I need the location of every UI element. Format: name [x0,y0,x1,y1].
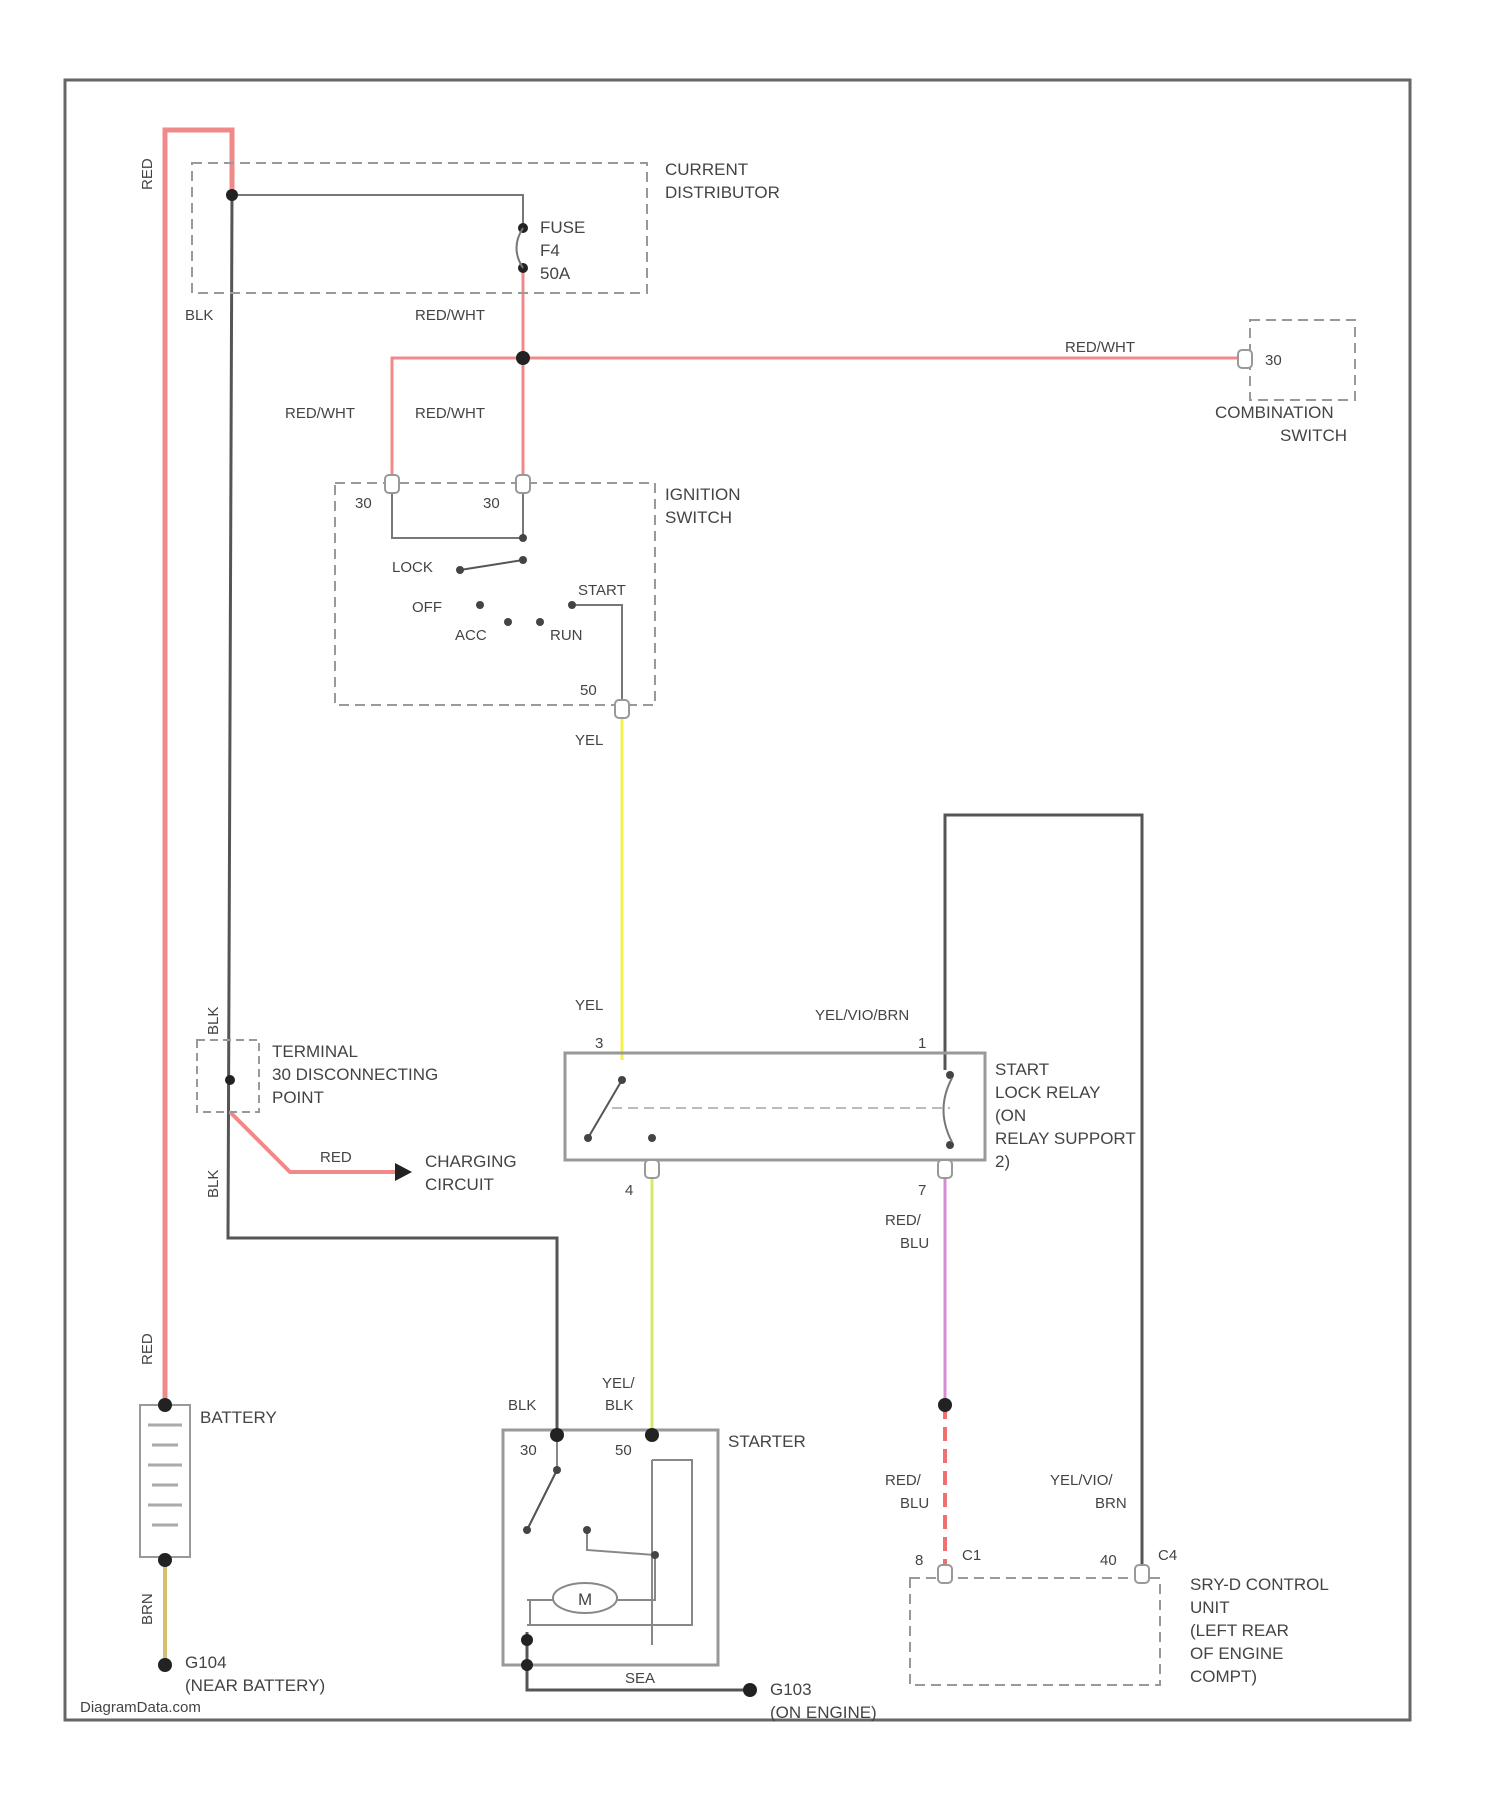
combination-switch-label-1: COMBINATION [1215,403,1334,422]
ground-battery-label-1: G104 [185,1653,227,1672]
wire-label-yel-top: YEL [575,732,603,749]
ignition-pin-30-right: 30 [483,495,500,512]
wire-label-yel-blk-1: YEL/ [602,1375,635,1392]
ecu-label-5: COMPT) [1190,1667,1257,1686]
relay-pin-7: 7 [918,1182,926,1199]
ecu-pin-c4: C4 [1158,1547,1177,1564]
ground-engine-label-2: (ON ENGINE) [770,1703,877,1722]
wire-label-blk-terminal-bottom: BLK [205,1170,222,1198]
fuse-label-3: 50A [540,264,571,283]
ground-engine-label-1: G103 [770,1680,812,1699]
wire-label-red-charging: RED [320,1149,352,1166]
relay-label-2: LOCK RELAY [995,1083,1101,1102]
ecu-label-3: (LEFT REAR [1190,1621,1289,1640]
ecu-label-2: UNIT [1190,1598,1230,1617]
combination-switch-pin: 30 [1265,352,1282,369]
combination-switch-label-2: SWITCH [1280,426,1347,445]
wire-label-sea: SEA [625,1670,655,1687]
wire-distributor-internal [232,195,523,228]
starter-box [503,1430,718,1665]
terminal-label-1: TERMINAL [272,1042,358,1061]
ignition-position-off: OFF [412,599,442,616]
ecu-pin-8: 8 [915,1552,923,1569]
wire-label-blk-top: BLK [185,307,213,324]
ignition-switch-label-2: SWITCH [665,508,732,527]
relay-pin-1: 1 [918,1035,926,1052]
relay-switch-contacts [584,1071,954,1149]
starter-switch-contacts [523,1466,659,1559]
battery-cells [148,1425,182,1525]
wire-label-red-blu-top-2: BLU [900,1235,929,1252]
wire-label-yel-vio-brn-relay: YEL/VIO/BRN [815,1007,909,1024]
ecu-label-1: SRY-D CONTROL [1190,1575,1329,1594]
starter-pin-30: 30 [520,1442,537,1459]
wire-label-red-wht-right: RED/WHT [415,405,485,422]
wire-label-brn-battery: BRN [139,1593,156,1625]
relay-label-5: 2) [995,1152,1010,1171]
ecu-pin-40: 40 [1100,1552,1117,1569]
wire-label-red-wht-combination: RED/WHT [1065,339,1135,356]
wire-label-yel-vio-2: BRN [1095,1495,1127,1512]
ignition-switch-label-1: IGNITION [665,485,741,504]
terminal-label-3: POINT [272,1088,324,1107]
wire-label-blk-terminal-top: BLK [205,1007,222,1035]
ecu-pin-c1: C1 [962,1547,981,1564]
relay-pin-3: 3 [595,1035,603,1052]
ignition-switch-contacts [456,534,576,626]
wire-label-red-top: RED [139,158,156,190]
ignition-pin-50: 50 [580,682,597,699]
starter-internal-wiring [527,1435,692,1645]
wire-ignition-internal [392,485,523,538]
start-lock-relay-box [565,1053,985,1160]
ignition-position-run: RUN [550,627,583,644]
starter-pin-50: 50 [615,1442,632,1459]
wire-label-blk-starter: BLK [508,1397,536,1414]
ignition-position-start: START [578,582,626,599]
wire-label-red-blu-bottom-1: RED/ [885,1472,922,1489]
ecu-box [910,1578,1160,1685]
relay-label-3: (ON [995,1106,1026,1125]
ground-battery-label-2: (NEAR BATTERY) [185,1676,325,1695]
watermark: DiagramData.com [80,1699,201,1716]
terminal-label-2: 30 DISCONNECTING [272,1065,438,1084]
wire-label-yel-vio-1: YEL/VIO/ [1050,1472,1113,1489]
charging-circuit-label-1: CHARGING [425,1152,517,1171]
charging-circuit-label-2: CIRCUIT [425,1175,494,1194]
current-distributor-label-1: CURRENT [665,160,748,179]
relay-label-4: RELAY SUPPORT [995,1129,1136,1148]
current-distributor-label-2: DISTRIBUTOR [665,183,780,202]
charging-arrow [395,1163,412,1181]
fuse-label-1: FUSE [540,218,585,237]
wire-red-charging [230,1112,395,1172]
wire-label-yel-relay: YEL [575,997,603,1014]
wire-label-red-blu-top-1: RED/ [885,1212,922,1229]
ignition-position-acc: ACC [455,627,487,644]
battery-label: BATTERY [200,1408,277,1427]
wire-label-red-wht-left: RED/WHT [285,405,355,422]
diagram-frame [65,80,1410,1720]
battery-symbol [140,1405,190,1557]
relay-label-1: START [995,1060,1049,1079]
fuse-symbol [517,228,524,268]
starter-label: STARTER [728,1432,806,1451]
ignition-position-lock: LOCK [392,559,433,576]
wire-label-yel-blk-2: BLK [605,1397,633,1414]
wire-label-red-battery: RED [139,1333,156,1365]
wire-label-red-wht-fuse: RED/WHT [415,307,485,324]
wire-yel-vio-brn-loop [945,815,1142,1570]
starter-motor-label: M [578,1590,592,1609]
ecu-label-4: OF ENGINE [1190,1644,1284,1663]
fuse-label-2: F4 [540,241,560,260]
ignition-pin-30-left: 30 [355,495,372,512]
wire-label-red-blu-bottom-2: BLU [900,1495,929,1512]
relay-pin-4: 4 [625,1182,633,1199]
